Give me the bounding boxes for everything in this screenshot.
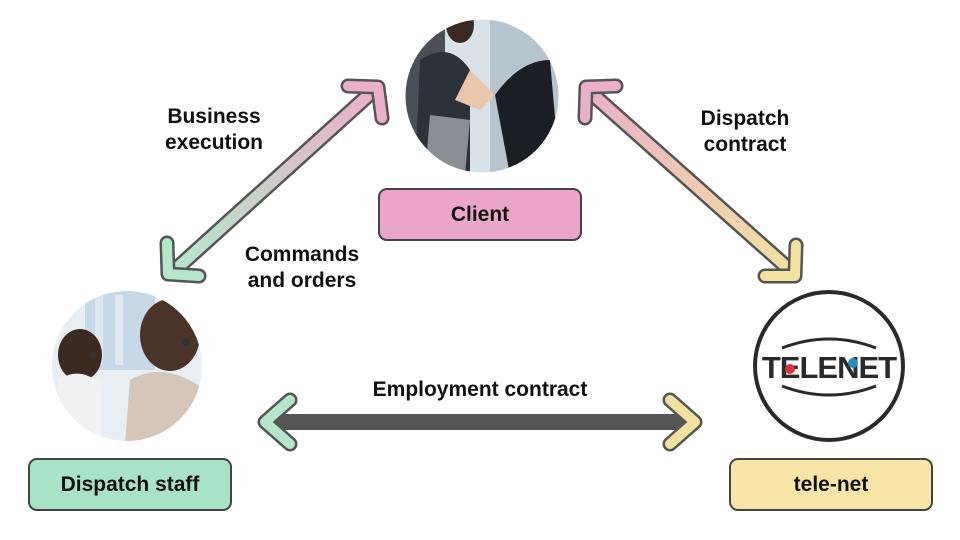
client-box: Client xyxy=(378,188,582,241)
arrow-staff-telenet xyxy=(257,392,703,452)
client-photo xyxy=(404,18,560,174)
telenet-label: tele-net xyxy=(793,472,869,496)
arrow-client-telenet xyxy=(577,78,804,284)
telenet-logo: TELENET xyxy=(753,290,905,442)
logo-red-dot xyxy=(785,364,795,374)
logo-blue-dot xyxy=(848,358,858,368)
dispatch-staff-box: Dispatch staff xyxy=(28,458,232,511)
label-commands-orders: Commands and orders xyxy=(228,242,376,294)
client-label: Client xyxy=(450,202,510,226)
label-business-execution-line1: Business xyxy=(167,105,261,128)
telenet-box: tele-net xyxy=(729,458,933,511)
label-commands-orders-line2: and orders xyxy=(247,269,357,292)
label-business-execution-line2: execution xyxy=(164,131,264,154)
label-business-execution: Business execution xyxy=(148,104,280,156)
label-dispatch-contract: Dispatch contract xyxy=(680,106,810,158)
label-commands-orders-line1: Commands xyxy=(244,243,360,266)
arrow-staff-client xyxy=(159,78,390,284)
logo-wordmark: TELENET xyxy=(762,350,897,385)
label-employment-contract: Employment contract xyxy=(372,378,588,401)
label-dispatch-contract-line1: Dispatch xyxy=(700,107,790,130)
staff-photo xyxy=(52,291,202,441)
label-dispatch-contract-line2: contract xyxy=(703,133,787,156)
dispatch-staff-label: Dispatch staff xyxy=(60,472,200,496)
